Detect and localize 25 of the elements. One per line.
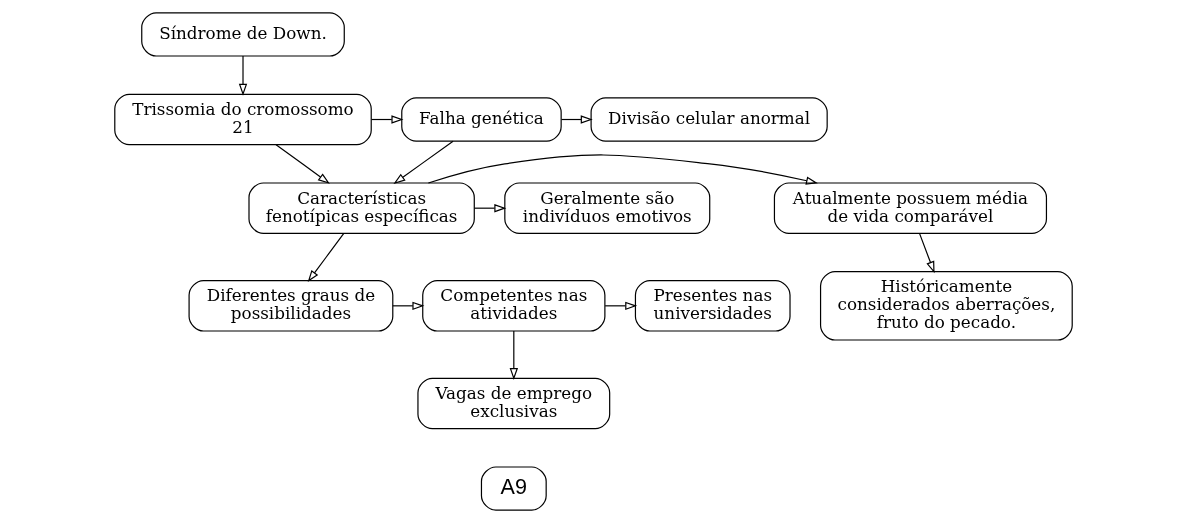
- node-box: Características fenotípicas específicas: [248, 182, 475, 234]
- node-box: Vagas de emprego exclusivas: [417, 377, 611, 430]
- node-box: Divisão celular anormal: [590, 97, 828, 142]
- node-box: Competentes nas atividades: [422, 280, 606, 332]
- arrow: [560, 115, 593, 124]
- arrow: [393, 140, 454, 185]
- arrow: [370, 115, 404, 124]
- label: A9: [500, 473, 527, 499]
- arrow: [918, 232, 935, 274]
- node-box: Trissomia do cromossomo 21: [114, 93, 372, 146]
- arrow: [473, 203, 507, 213]
- node-box: Atualmente possuem média de vida comparável: [773, 182, 1048, 234]
- node-box: Geralmente são indivíduos emotivos: [504, 182, 711, 234]
- node-box: Diferentes graus de possibilidades: [188, 280, 394, 332]
- arrow: [307, 232, 345, 283]
- node-box: Presentes nas universidades: [634, 280, 791, 332]
- arrow: [275, 144, 330, 184]
- node-box: Síndrome de Down.: [141, 12, 345, 57]
- node-box: Falha genética: [401, 97, 562, 142]
- arrow: [392, 301, 425, 311]
- arrow: [238, 55, 248, 96]
- node-box: Históricamente considerados aberrações, fruto do pecado.: [819, 271, 1073, 341]
- arrow: [604, 301, 638, 311]
- arrow: [509, 330, 518, 381]
- arrow: [427, 154, 818, 185]
